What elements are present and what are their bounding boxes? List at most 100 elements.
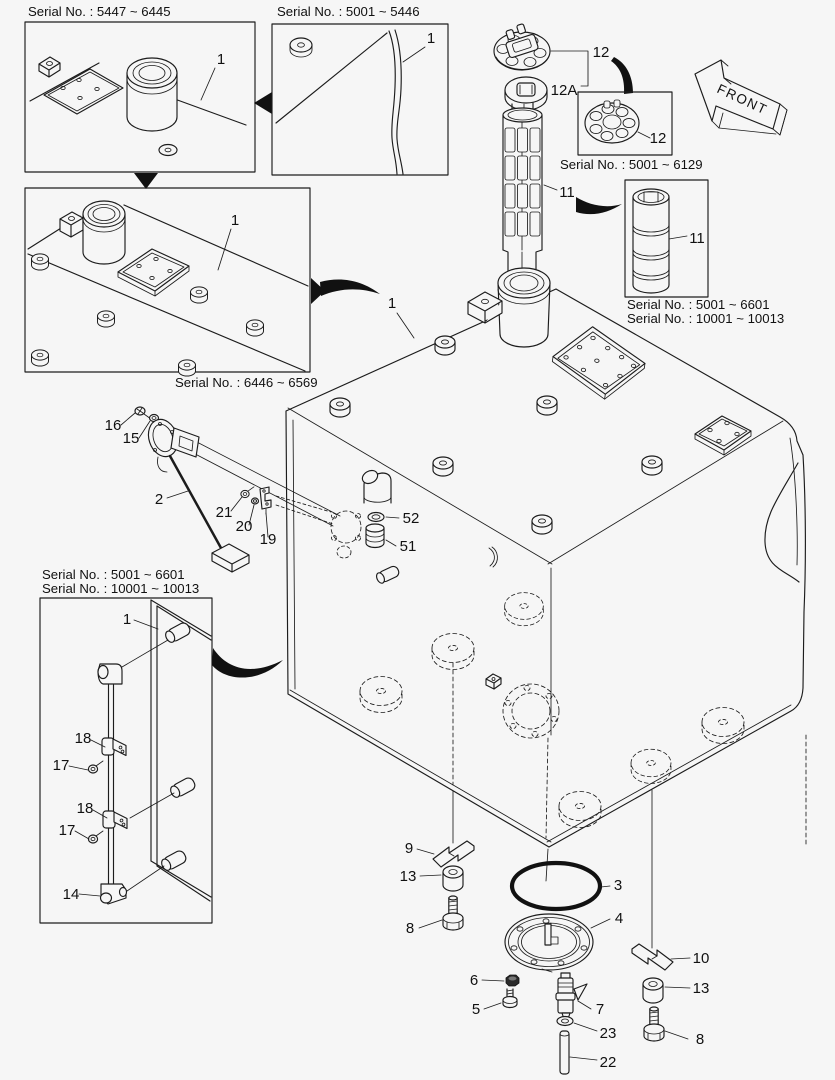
inset-box-serial-6446-6569: 1 Serial No. : 6446 ~ 6569 — [24, 187, 318, 390]
serial-label-box3: Serial No. : 6446 ~ 6569 — [175, 375, 318, 390]
callout-22: 22 — [600, 1054, 617, 1071]
drain-valve-7 — [555, 972, 588, 1020]
grommet — [158, 143, 178, 157]
gauge-tube — [97, 663, 128, 905]
fuel-sender-assembly: 16 15 2 21 20 19 — [105, 406, 341, 573]
callout-12: 12 — [650, 130, 667, 147]
callout-23: 23 — [600, 1025, 617, 1042]
serial-label-box4-b: Serial No. : 10001 ~ 10013 — [42, 581, 199, 596]
grommet — [641, 455, 663, 476]
serial-label-strainer-a: Serial No. : 5001 ~ 6601 — [627, 297, 770, 312]
o-ring-3 — [509, 860, 603, 912]
side-recess — [764, 462, 800, 583]
drain-flange-4 — [504, 913, 594, 973]
callout-21: 21 — [216, 504, 233, 521]
neck-bracket — [467, 291, 503, 324]
serial-label-box4-a: Serial No. : 5001 ~ 6601 — [42, 567, 185, 582]
fuel-tank-body: 1 52 51 — [285, 267, 807, 949]
tank-filler-neck — [497, 267, 551, 348]
serial-label-strainer-b: Serial No. : 10001 ~ 10013 — [627, 311, 784, 326]
callout-7: 7 — [596, 1001, 604, 1018]
callout-8: 8 — [696, 1031, 704, 1048]
grommet — [31, 253, 49, 271]
screw-21 — [240, 486, 255, 499]
cap-ring-12a — [504, 76, 548, 111]
mount-hardware-right: 10 13 8 — [631, 943, 710, 1048]
grommet — [329, 397, 351, 418]
grommet — [97, 310, 115, 328]
clamp-18 — [102, 810, 128, 830]
curved-arrow — [311, 278, 380, 304]
washer-23 — [556, 1015, 574, 1027]
fuel-strainer — [502, 102, 543, 285]
serial-label-cap-box: Serial No. : 5001 ~ 6129 — [560, 157, 703, 172]
drain-pipe-22 — [559, 1030, 570, 1075]
grommet — [289, 37, 313, 58]
callout-1: 1 — [427, 30, 435, 47]
washer-20 — [250, 497, 260, 505]
front-direction-arrow: FRONT — [694, 59, 788, 136]
clip-10 — [631, 943, 674, 971]
callout-1: 1 — [388, 295, 396, 312]
grommet — [531, 514, 553, 535]
filler-neck — [82, 200, 126, 265]
gauge-nipple — [159, 848, 189, 873]
corner-plate — [694, 415, 752, 456]
grommet — [432, 456, 454, 477]
fuel-cap-early — [584, 99, 640, 144]
callout-16: 16 — [105, 417, 122, 434]
clip-9 — [432, 840, 475, 868]
callout-12: 12 — [593, 44, 610, 61]
filler-tube — [388, 29, 404, 175]
nut-6 — [505, 974, 520, 987]
side-bracket — [59, 211, 84, 238]
callout-18: 18 — [75, 730, 92, 747]
callout-8: 8 — [406, 920, 414, 937]
callout-12a: 12A — [551, 82, 578, 99]
grommet — [434, 335, 456, 356]
inset-box-level-gauge: Serial No. : 5001 ~ 6601 Serial No. : 10… — [39, 567, 213, 924]
top-mount-plate — [551, 326, 646, 400]
curved-arrow — [212, 648, 283, 678]
fuel-cap — [493, 23, 551, 71]
sender-float — [211, 543, 250, 573]
grommet — [536, 395, 558, 416]
inset-box-cap-serial-5001-6129: 12 Serial No. : 5001 ~ 6129 — [560, 91, 703, 172]
inset-box-serial-5447-6445: Serial No. : 5447 ~ 6445 1 — [24, 4, 256, 173]
hose-hook — [488, 546, 498, 568]
bolt-17 — [87, 760, 104, 774]
callout-17: 17 — [59, 822, 76, 839]
callout-11: 11 — [559, 184, 575, 201]
callout-18: 18 — [77, 800, 94, 817]
tank-corner-bracket — [38, 56, 61, 78]
bolt-8 — [643, 1006, 665, 1042]
bolt-17 — [87, 830, 104, 844]
callout-19: 19 — [260, 531, 277, 548]
callout-20: 20 — [236, 518, 253, 535]
callout-1: 1 — [217, 51, 225, 68]
callout-14: 14 — [63, 886, 80, 903]
callout-13: 13 — [693, 980, 710, 997]
small-block — [485, 673, 502, 690]
screw-16 — [134, 406, 152, 420]
small-fitting — [375, 565, 400, 584]
callout-1: 1 — [231, 212, 239, 229]
drain-hardware: 9 13 8 3 4 — [400, 840, 623, 1075]
callout-15: 15 — [123, 430, 140, 447]
clamp-18 — [101, 737, 127, 757]
down-arrow — [134, 173, 158, 189]
inset-box-strainer: 11 Serial No. : 5001 ~ 6601 Serial No. :… — [624, 179, 784, 326]
grommet — [246, 319, 264, 337]
plug-51 — [365, 523, 385, 549]
callout-17: 17 — [53, 757, 70, 774]
mount-plate — [43, 68, 124, 115]
callout-10: 10 — [693, 950, 710, 967]
callout-5: 5 — [472, 1001, 480, 1018]
callout-9: 9 — [405, 840, 413, 857]
serial-label-box1: Serial No. : 5447 ~ 6445 — [28, 4, 171, 19]
callout-51: 51 — [400, 538, 417, 555]
sender-arm — [168, 454, 223, 550]
sender-port — [330, 510, 362, 559]
